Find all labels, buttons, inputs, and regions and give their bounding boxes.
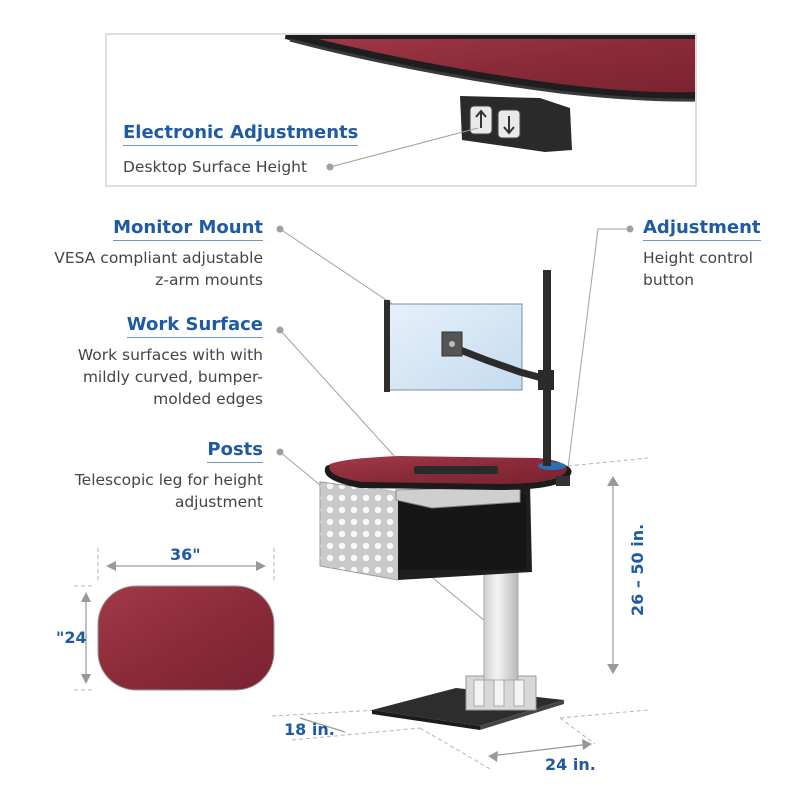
electronic-adjustments-desc: Desktop Surface Height xyxy=(123,158,308,176)
adjustment-callout: Adjustment Height control button xyxy=(643,217,793,291)
dimension-top-depth: "24 xyxy=(56,628,87,647)
dimension-top-width: 36" xyxy=(170,545,201,564)
work-surface xyxy=(324,456,572,490)
posts-desc-2: adjustment xyxy=(174,493,263,511)
work-surface-title: Work Surface xyxy=(126,314,263,338)
electronic-adjustments-title: Electronic Adjustments xyxy=(123,122,359,146)
posts-title: Posts xyxy=(207,439,263,463)
monitor-mount-desc-2: z-arm mounts xyxy=(155,271,263,289)
adjustment-desc-2: button xyxy=(643,271,695,289)
modesty-panel xyxy=(319,480,532,581)
monitor-mount xyxy=(384,270,554,466)
dimension-base-width: 24 in. xyxy=(545,755,596,774)
dimension-height-range: 26 – 50 in. xyxy=(628,523,647,616)
work-surface-desc-1: Work surfaces with with xyxy=(77,346,263,364)
monitor-mount-callout: Monitor Mount VESA compliant adjustable … xyxy=(20,217,263,291)
adjustment-desc-1: Height control xyxy=(643,249,753,267)
work-surface-desc-3: molded edges xyxy=(153,390,263,408)
work-surface-desc-2: mildly curved, bumper- xyxy=(82,368,263,386)
posts-callout: Posts Telescopic leg for height adjustme… xyxy=(20,439,263,513)
adjustment-title: Adjustment xyxy=(643,217,761,241)
work-surface-callout: Work Surface Work surfaces with with mil… xyxy=(20,314,263,410)
posts-desc-1: Telescopic leg for height xyxy=(74,471,263,489)
dimension-base-depth: 18 in. xyxy=(284,720,335,739)
monitor-mount-title: Monitor Mount xyxy=(113,217,263,241)
detail-inset xyxy=(105,33,697,187)
tabletop-swatch xyxy=(74,548,275,691)
monitor-mount-desc-1: VESA compliant adjustable xyxy=(54,249,263,267)
